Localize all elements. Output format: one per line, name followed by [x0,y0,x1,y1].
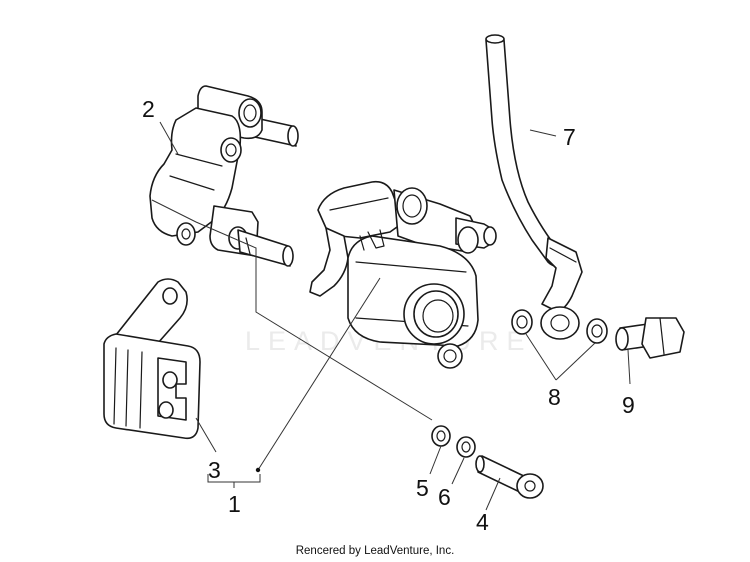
callout-3: 3 [208,457,221,483]
leader-lines [151,121,631,511]
render-credit: Rencered by LeadVenture, Inc. [296,545,455,557]
callout-7: 7 [563,124,576,150]
brake-pad-set [103,278,201,440]
assembly-dot [255,467,261,473]
callout-9: 9 [622,392,635,418]
callout-4: 4 [476,509,489,535]
mounting-bolt [475,455,544,499]
caliper-housing [309,180,497,369]
brake-hose [485,34,583,340]
callout-5: 5 [416,475,429,501]
sealing-washers [511,309,608,344]
callout-2: 2 [142,96,155,122]
caliper-bracket [149,85,299,267]
pin-washers [431,425,476,458]
callout-1: 1 [228,491,241,517]
callout-8: 8 [548,384,561,410]
callout-labels: 2 7 8 9 3 1 5 6 4 [142,96,635,535]
banjo-bolt [615,317,685,359]
callout-6: 6 [438,484,451,510]
